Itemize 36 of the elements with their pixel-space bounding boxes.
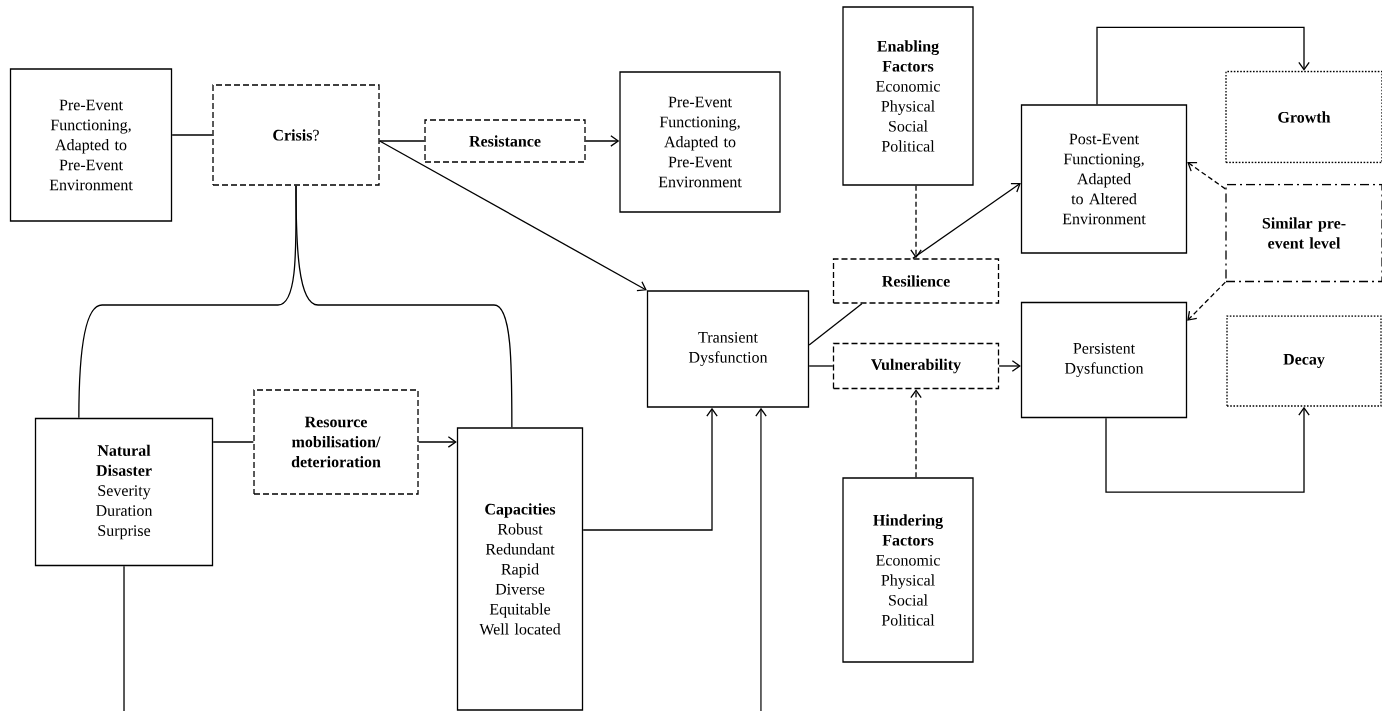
connector-line xyxy=(808,303,863,346)
dashed-box: Resilience xyxy=(832,258,1000,304)
arrow xyxy=(755,407,767,711)
arrow xyxy=(1105,406,1310,493)
process-box: Hindering Factors Economic Physical Social Political xyxy=(842,477,974,663)
dashed-box: Vulnerability xyxy=(832,342,1000,390)
dashed-box: Resource mobilisation/ deterioration xyxy=(253,389,419,495)
dashed-box: Resistance xyxy=(424,119,586,163)
arrow xyxy=(910,389,922,478)
process-box: Natural Disaster Severity Duration Surprise xyxy=(34,417,214,567)
process-box: Enabling Factors Economic Physical Social Political xyxy=(842,6,974,186)
arrow xyxy=(1187,281,1226,321)
dotted-box: Growth xyxy=(1225,70,1382,164)
arrow xyxy=(418,436,457,448)
connector-line xyxy=(379,140,425,142)
arrow xyxy=(379,140,647,292)
connector-line xyxy=(123,565,125,711)
arrow xyxy=(912,183,1021,259)
arrow xyxy=(1096,26,1310,105)
process-box: Post-Event Functioning, Adapted to Altered Environment xyxy=(1020,104,1188,254)
arrow xyxy=(585,135,620,147)
arrow xyxy=(1187,162,1226,190)
connector-line xyxy=(212,441,254,443)
process-box: Pre-Event Functioning, Adapted to Pre-Event Environment xyxy=(9,68,173,222)
process-box: Transient Dysfunction xyxy=(646,290,810,408)
process-box: Capacities Robust Redundant Rapid Diverse Equitable Well located xyxy=(456,427,584,711)
connector-line xyxy=(808,365,834,367)
bracket-connector xyxy=(295,185,513,428)
dotted-box: Decay xyxy=(1226,315,1382,407)
process-box: Pre-Event Functioning, Adapted to Pre-Event Environment xyxy=(619,71,781,213)
arrow xyxy=(910,185,922,259)
arrow xyxy=(582,407,718,531)
process-box: Persistent Dysfunction xyxy=(1020,301,1188,419)
connector-line xyxy=(171,134,213,136)
arrow xyxy=(998,360,1021,372)
dashed-box: Crisis? xyxy=(212,84,380,186)
